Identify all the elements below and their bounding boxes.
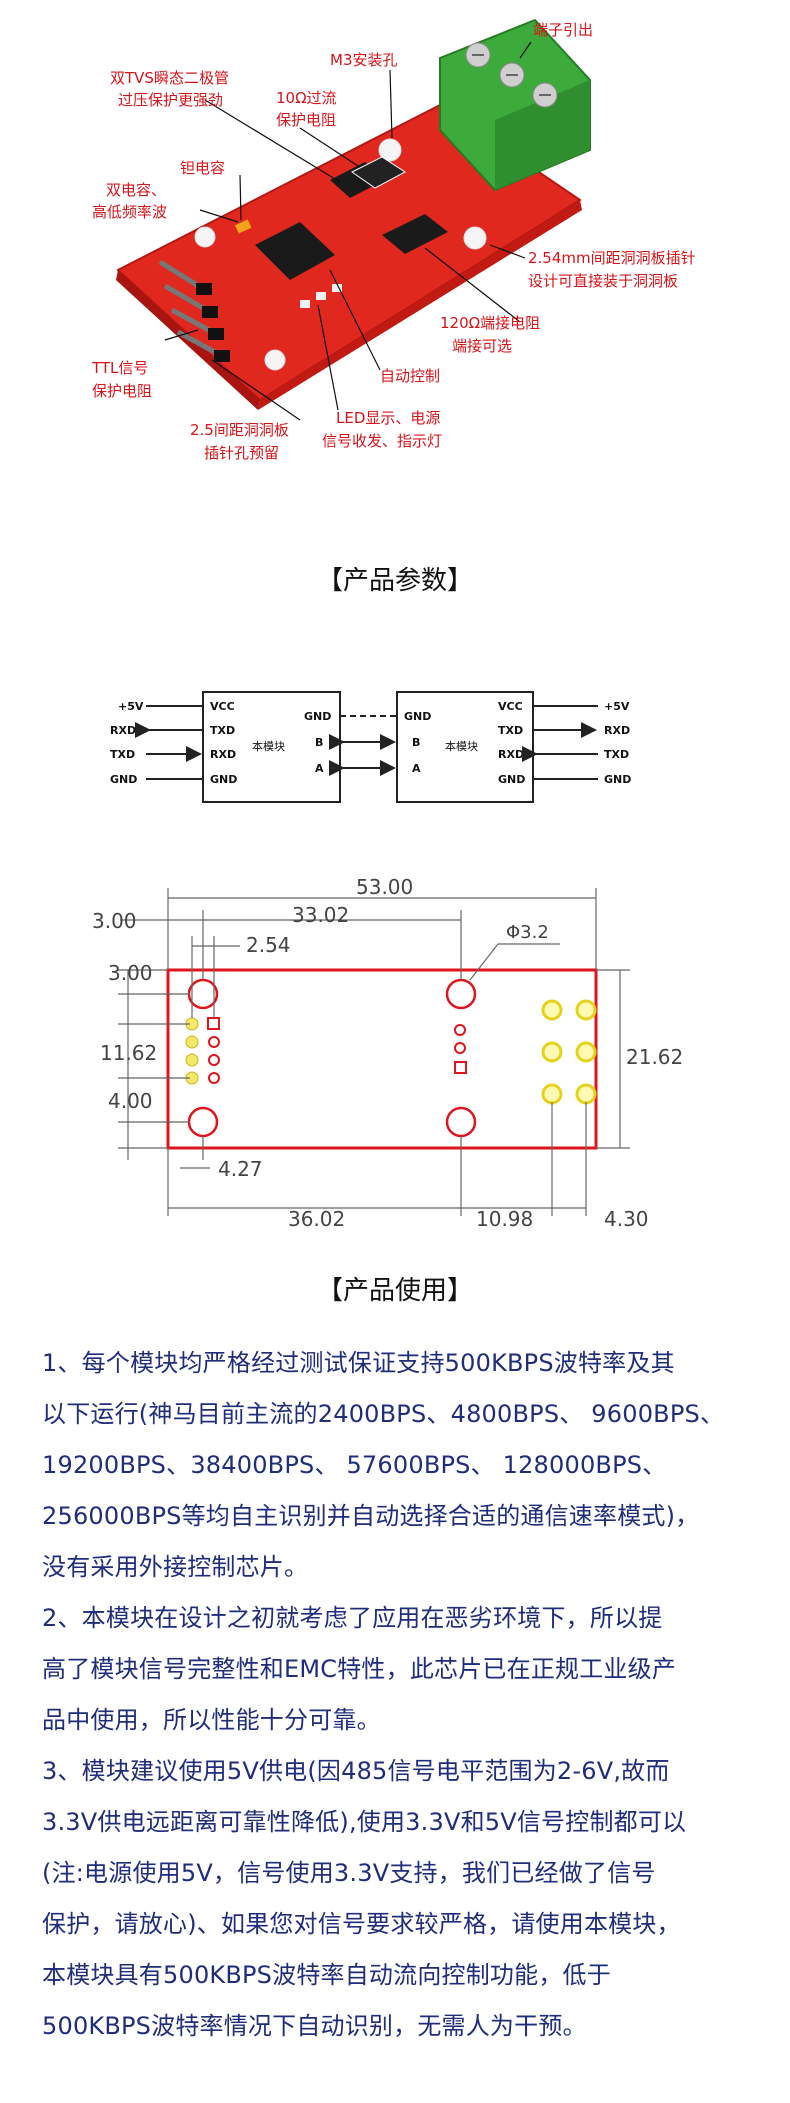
left-right-pin: GND — [304, 710, 331, 723]
left-ext-pin: RXD — [110, 724, 136, 737]
section-title-params: 【产品参数】 — [316, 566, 473, 596]
dim-11-62: 11.62 — [100, 1041, 157, 1065]
right-ext-pin: TXD — [604, 748, 629, 761]
callout-tvs-line1: 双TVS瞬态二极管 — [110, 69, 229, 87]
dim-10-98: 10.98 — [476, 1207, 533, 1230]
callout-ttl-line2: 保护电阻 — [92, 382, 153, 400]
usage-line: 品中使用，所以性能十分可靠。 — [42, 1706, 381, 1734]
usage-line: 高了模块信号完整性和EMC特性，此芯片已在正规工业级产 — [42, 1655, 677, 1683]
callout-res10-line1: 10Ω过流 — [276, 89, 337, 107]
left-ext-pin: GND — [110, 773, 137, 786]
left-inner-pin: VCC — [210, 700, 235, 713]
left-ext-pin: TXD — [110, 748, 135, 761]
callout-pitch-line1: 2.5间距洞洞板 — [190, 421, 289, 439]
left-ext-pin: +5V — [118, 700, 144, 713]
product-photo-section: 端子引出 M3安装孔 双TVS瞬态二极管 过压保护更强劲 10Ω过流 保护电阻 … — [0, 0, 790, 480]
usage-line: 本模块具有500KBPS波特率自动流向控制功能，低于 — [42, 1961, 611, 1989]
callout-pitch-line2: 插针孔预留 — [204, 444, 280, 462]
usage-line: 没有采用外接控制芯片。 — [42, 1553, 309, 1581]
board-outline — [166, 968, 598, 1150]
tantalum-cap — [234, 219, 252, 234]
dim-3b: 3.00 — [108, 961, 153, 985]
left-right-pin: B — [315, 736, 323, 749]
callout-term120-line1: 120Ω端接电阻 — [440, 314, 541, 332]
dim-2-54: 2.54 — [246, 933, 291, 957]
right-left-pin: B — [412, 736, 420, 749]
callout-terminal: 端子引出 — [533, 21, 594, 39]
mount-hole — [463, 226, 487, 250]
dim-33-02: 33.02 — [292, 903, 349, 927]
ic-chip — [255, 222, 335, 280]
mount-hole — [378, 138, 402, 162]
board-illustration — [116, 18, 591, 421]
resistor-120 — [382, 214, 448, 254]
right-inner-pin: RXD — [498, 748, 524, 761]
right-inner-pin: VCC — [498, 700, 523, 713]
usage-line: 500KBPS波特率情况下自动识别，无需人为干预。 — [42, 2012, 587, 2040]
resistor-10 — [351, 156, 406, 189]
callout-ttl-line1: TTL信号 — [92, 359, 149, 377]
usage-line: 256000BPS等均自主识别并自动选择合适的通信速率模式)， — [42, 1502, 700, 1530]
callout-m3-hole: M3安装孔 — [330, 51, 398, 69]
dim-4-27: 4.27 — [218, 1157, 263, 1181]
usage-line: 保护，请放心)、如果您对信号要求较严格，请使用本模块， — [42, 1910, 681, 1938]
left-inner-pin: GND — [210, 773, 237, 786]
usage-line: 3、模块建议使用5V供电(因485信号电平范围为2-6V,故而 — [42, 1757, 670, 1785]
mount-hole — [264, 349, 286, 371]
dim-21-62: 21.62 — [626, 1045, 683, 1069]
callout-header254-line2: 设计可直接装于洞洞板 — [528, 272, 679, 290]
right-left-pin: GND — [404, 710, 431, 723]
right-ext-pin: RXD — [604, 724, 630, 737]
right-left-pin: A — [412, 762, 421, 775]
left-inner-pin: RXD — [210, 748, 236, 761]
dim-4: 4.00 — [108, 1089, 153, 1113]
terminal-block — [439, 18, 591, 192]
dim-4-30: 4.30 — [604, 1207, 649, 1230]
callout-tantalum: 钽电容 — [180, 159, 226, 177]
dim-phi: Φ3.2 — [506, 922, 549, 943]
callout-res10-line2: 保护电阻 — [276, 111, 337, 129]
right-inner-pin: TXD — [498, 724, 523, 737]
callout-led-line2: 信号收发、指示灯 — [322, 432, 443, 450]
callout-led-line1: LED显示、电源 — [336, 409, 441, 427]
callout-term120-line2: 端接可选 — [452, 337, 513, 355]
left-module-label: 本模块 — [252, 739, 285, 753]
callout-auto: 自动控制 — [380, 367, 441, 385]
callout-tvs-line2: 过压保护更强劲 — [118, 91, 224, 109]
dim-36-02: 36.02 — [288, 1207, 345, 1230]
usage-line: 以下运行(神马目前主流的2400BPS、4800BPS、 9600BPS、 — [42, 1400, 725, 1428]
dimension-drawing: 53.00 3.00 33.02 2.54 Φ3.2 3.00 11.62 21… — [92, 875, 683, 1230]
usage-line: 19200BPS、38400BPS、 57600BPS、 128000BPS、 — [42, 1451, 667, 1479]
right-ext-pin: +5V — [604, 700, 630, 713]
left-inner-pin: TXD — [210, 724, 235, 737]
usage-line: (注:电源使用5V，信号使用3.3V支持，我们已经做了信号 — [42, 1859, 656, 1887]
left-right-pin: A — [315, 762, 324, 775]
mount-hole — [194, 226, 216, 248]
right-inner-pin: GND — [498, 773, 525, 786]
section-title-usage: 【产品使用】 — [316, 1276, 473, 1306]
callout-dualcap-line2: 高低频率波 — [92, 203, 168, 221]
right-ext-pin: GND — [604, 773, 631, 786]
dim-53: 53.00 — [356, 875, 413, 899]
dim-3: 3.00 — [92, 909, 137, 933]
usage-line: 1、每个模块均严格经过测试保证支持500KBPS波特率及其 — [42, 1349, 675, 1377]
usage-line: 3.3V供电远距离可靠性降低),使用3.3V和5V信号控制都可以 — [42, 1808, 687, 1836]
usage-line: 2、本模块在设计之初就考虑了应用在恶劣环境下，所以提 — [42, 1604, 663, 1632]
wiring-diagram: +5V RXD TXD GND VCC TXD RXD GND GND B A … — [110, 691, 631, 803]
right-module-label: 本模块 — [445, 739, 478, 753]
callout-dualcap-line1: 双电容、 — [106, 181, 167, 199]
callout-header254-line1: 2.54mm间距洞洞板插针 — [528, 249, 696, 267]
